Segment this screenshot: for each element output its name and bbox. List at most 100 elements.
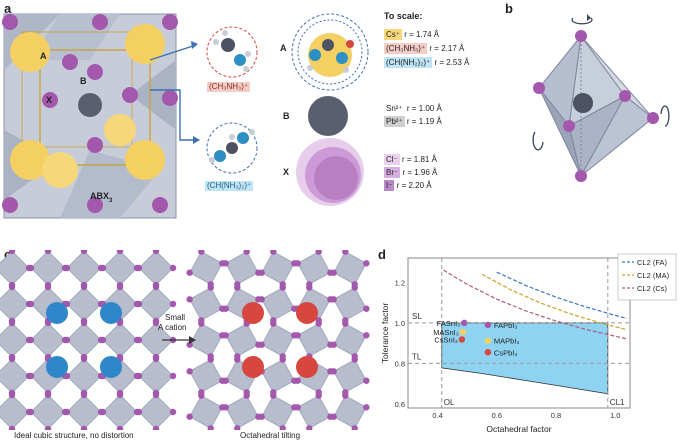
octahedron-tile xyxy=(261,395,295,429)
arrow-to-ma xyxy=(149,44,197,61)
x-anion xyxy=(169,300,177,308)
octahedron-tile xyxy=(0,286,30,322)
panel-label-b: b xyxy=(505,1,513,16)
x-anion xyxy=(363,377,370,384)
octahedron-tile xyxy=(261,287,295,321)
a-radius-row-ma: (CH₃NH₃)⁺ r = 2.17 Å xyxy=(384,43,465,54)
octahedron-tile xyxy=(66,394,102,430)
octahedron-tile xyxy=(225,323,259,357)
x-anion xyxy=(169,264,177,272)
x-tick-label: 1.0 xyxy=(610,411,620,420)
a-cation-red xyxy=(296,356,318,378)
x-anion xyxy=(315,250,322,255)
x-anion xyxy=(342,320,349,327)
y-tick-label: 0.8 xyxy=(395,359,405,368)
legend-label: CL2 (MA) xyxy=(637,271,670,280)
x-anion xyxy=(186,296,193,303)
x-anion xyxy=(27,264,35,272)
stable-region xyxy=(441,322,609,395)
rotation-arrow-icon xyxy=(660,105,670,127)
x-anion xyxy=(152,283,160,291)
site-label-b: B xyxy=(80,76,87,86)
a-cation-blue xyxy=(100,302,122,324)
x-anion xyxy=(80,425,88,430)
x-anion xyxy=(330,368,337,375)
octahedron-tile xyxy=(297,251,331,285)
x-anion xyxy=(222,377,229,384)
legend-label: CL2 (FA) xyxy=(637,258,668,267)
x-anion xyxy=(80,250,88,255)
b-cation-center xyxy=(573,93,593,113)
octahedron-tile xyxy=(138,358,174,394)
x-anion xyxy=(80,283,88,291)
x-anion xyxy=(80,319,88,327)
x-anion xyxy=(169,408,177,416)
x-anion xyxy=(116,250,124,255)
a-radius-row-cs: Cs⁺ r = 1.74 Å xyxy=(384,29,440,40)
row-label-x: X xyxy=(283,167,290,177)
octahedron-tile xyxy=(189,251,223,285)
octahedron-tile xyxy=(225,251,259,285)
x-anion xyxy=(44,283,52,291)
to-scale-heading: To scale: xyxy=(384,11,423,21)
data-point xyxy=(459,328,466,336)
a-cation-blue xyxy=(46,356,68,378)
x-anion xyxy=(152,391,160,399)
x-anion xyxy=(363,332,370,339)
x-anion xyxy=(116,319,124,327)
x-anion xyxy=(306,284,313,291)
x-anion xyxy=(258,341,265,348)
x-anion xyxy=(27,336,35,344)
ma-label: (CH₃NH₃)⁺ xyxy=(207,82,251,92)
x-anion xyxy=(222,260,229,267)
x-anion xyxy=(270,250,277,255)
x-anion xyxy=(234,356,241,363)
x-anion xyxy=(8,250,16,255)
a-cation-blue xyxy=(100,356,122,378)
data-point xyxy=(484,349,492,356)
x-anion xyxy=(63,300,71,308)
x-anion xyxy=(270,320,277,327)
octahedron-tile xyxy=(66,286,102,322)
x-anion xyxy=(116,283,124,291)
formula-label: ABX3 xyxy=(90,191,113,204)
x-anion xyxy=(294,377,301,384)
octahedron-tile xyxy=(0,250,30,286)
x-anion xyxy=(351,356,358,363)
series-line-clfa xyxy=(496,271,628,319)
b-radius-row-sn: Sn²⁺ r = 1.00 Å xyxy=(386,104,442,113)
x-anion xyxy=(306,425,313,430)
b-radius-row-pb: Pb²⁺ r = 1.19 Å xyxy=(384,116,442,127)
y-tick-label: 0.6 xyxy=(395,400,405,409)
b-radii-list: Sn²⁺ r = 1.00 Å Pb²⁺ r = 1.19 Å xyxy=(384,104,442,130)
x-anion xyxy=(99,264,107,272)
x-anion xyxy=(207,284,214,291)
x-anion xyxy=(63,264,71,272)
x-anion xyxy=(315,320,322,327)
x-anion xyxy=(186,341,193,348)
x-anion xyxy=(63,372,71,380)
x-anion xyxy=(198,250,205,255)
site-label-x: X xyxy=(46,95,53,105)
y-axis-label: Tolerance factor xyxy=(380,303,390,364)
point-label: CsPbI₃ xyxy=(494,348,517,357)
x-anion xyxy=(8,319,16,327)
octahedron-tile xyxy=(333,395,367,429)
a-cation-red xyxy=(242,302,264,324)
x-anion xyxy=(330,269,337,276)
x-anion xyxy=(152,250,160,255)
x-anion xyxy=(44,319,52,327)
plot-frame xyxy=(407,257,631,409)
x-tick-label: 0.4 xyxy=(432,411,442,420)
ma-molecule-icon xyxy=(206,26,258,78)
tilting-diagram xyxy=(0,250,370,430)
octahedron-tile xyxy=(102,250,138,286)
x-anion xyxy=(186,269,193,276)
octahedron-tile xyxy=(0,394,30,430)
arrow-text-small: Small xyxy=(165,313,186,322)
x-anion xyxy=(234,284,241,291)
octahedron-tile xyxy=(102,322,138,358)
